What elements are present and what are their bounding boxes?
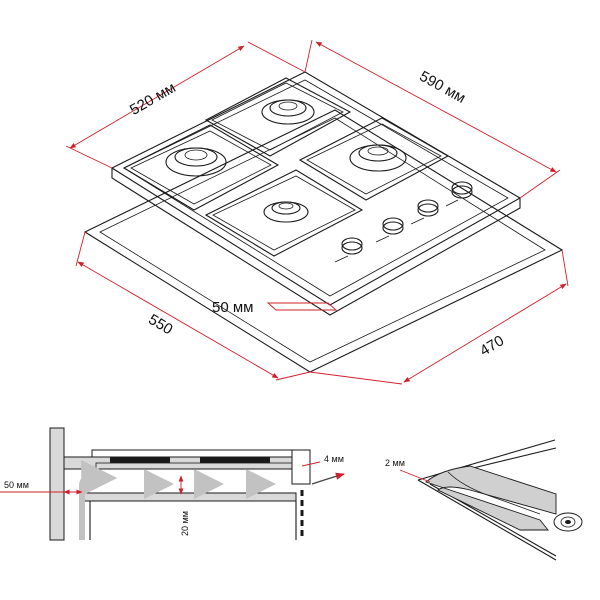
seal-strip bbox=[425, 465, 557, 531]
hob-top-view: 520 мм 590 мм 550 470 50 мм bbox=[65, 39, 569, 385]
pan-support-back-left bbox=[204, 77, 352, 157]
burner-back-left bbox=[261, 99, 315, 125]
dimension-seal-thickness: 2 мм bbox=[385, 458, 431, 483]
cutout-outline bbox=[83, 109, 564, 373]
cabinet bbox=[83, 490, 304, 540]
burner-front-left bbox=[165, 147, 227, 177]
dimension-edge-gap-label: 50 мм bbox=[212, 299, 253, 316]
dimension-cutout-depth: 550 bbox=[75, 231, 311, 381]
pan-support-front-left bbox=[122, 124, 280, 211]
dimension-wall-gap-label: 50 мм bbox=[4, 480, 29, 490]
dimension-cutout-depth-label: 550 bbox=[145, 311, 175, 338]
pan-support-front-right bbox=[204, 169, 364, 257]
dimension-front-gap: 4 мм bbox=[301, 454, 344, 467]
hob-plate-edge bbox=[111, 168, 521, 316]
dimension-front-gap-label: 4 мм bbox=[324, 454, 344, 464]
side-section-view: 50 мм 20 мм 4 мм bbox=[0, 427, 345, 541]
dimension-edge-gap: 50 мм bbox=[212, 299, 338, 316]
knob-2 bbox=[375, 217, 404, 243]
hob-plate-inner bbox=[123, 79, 509, 297]
dimension-seal-thickness-label: 2 мм bbox=[385, 458, 405, 468]
dimension-air-gap: 20 мм bbox=[178, 475, 190, 536]
dimension-width: 590 мм bbox=[304, 39, 561, 199]
seal-fold bbox=[447, 471, 541, 515]
knob-3 bbox=[410, 199, 439, 225]
burner-front-right bbox=[263, 201, 309, 223]
control-knobs bbox=[334, 181, 473, 263]
airflow-arrows bbox=[79, 460, 345, 540]
dimension-cutout-width-label: 470 bbox=[477, 332, 507, 359]
wall bbox=[49, 427, 65, 541]
hob-corner-edge bbox=[417, 439, 557, 561]
dimension-cutout-width: 470 bbox=[309, 249, 569, 385]
corner-seal-detail: 2 мм bbox=[385, 439, 583, 561]
dimension-depth-label: 520 мм bbox=[127, 79, 179, 119]
burner-back-right bbox=[349, 144, 407, 172]
knob-1 bbox=[334, 237, 363, 263]
dimension-air-gap-label: 20 мм bbox=[180, 511, 190, 536]
pan-support-back-right bbox=[298, 117, 450, 201]
knob-4 bbox=[445, 181, 473, 207]
seal-roll bbox=[553, 512, 583, 532]
dimension-wall-gap: 50 мм bbox=[0, 480, 83, 495]
